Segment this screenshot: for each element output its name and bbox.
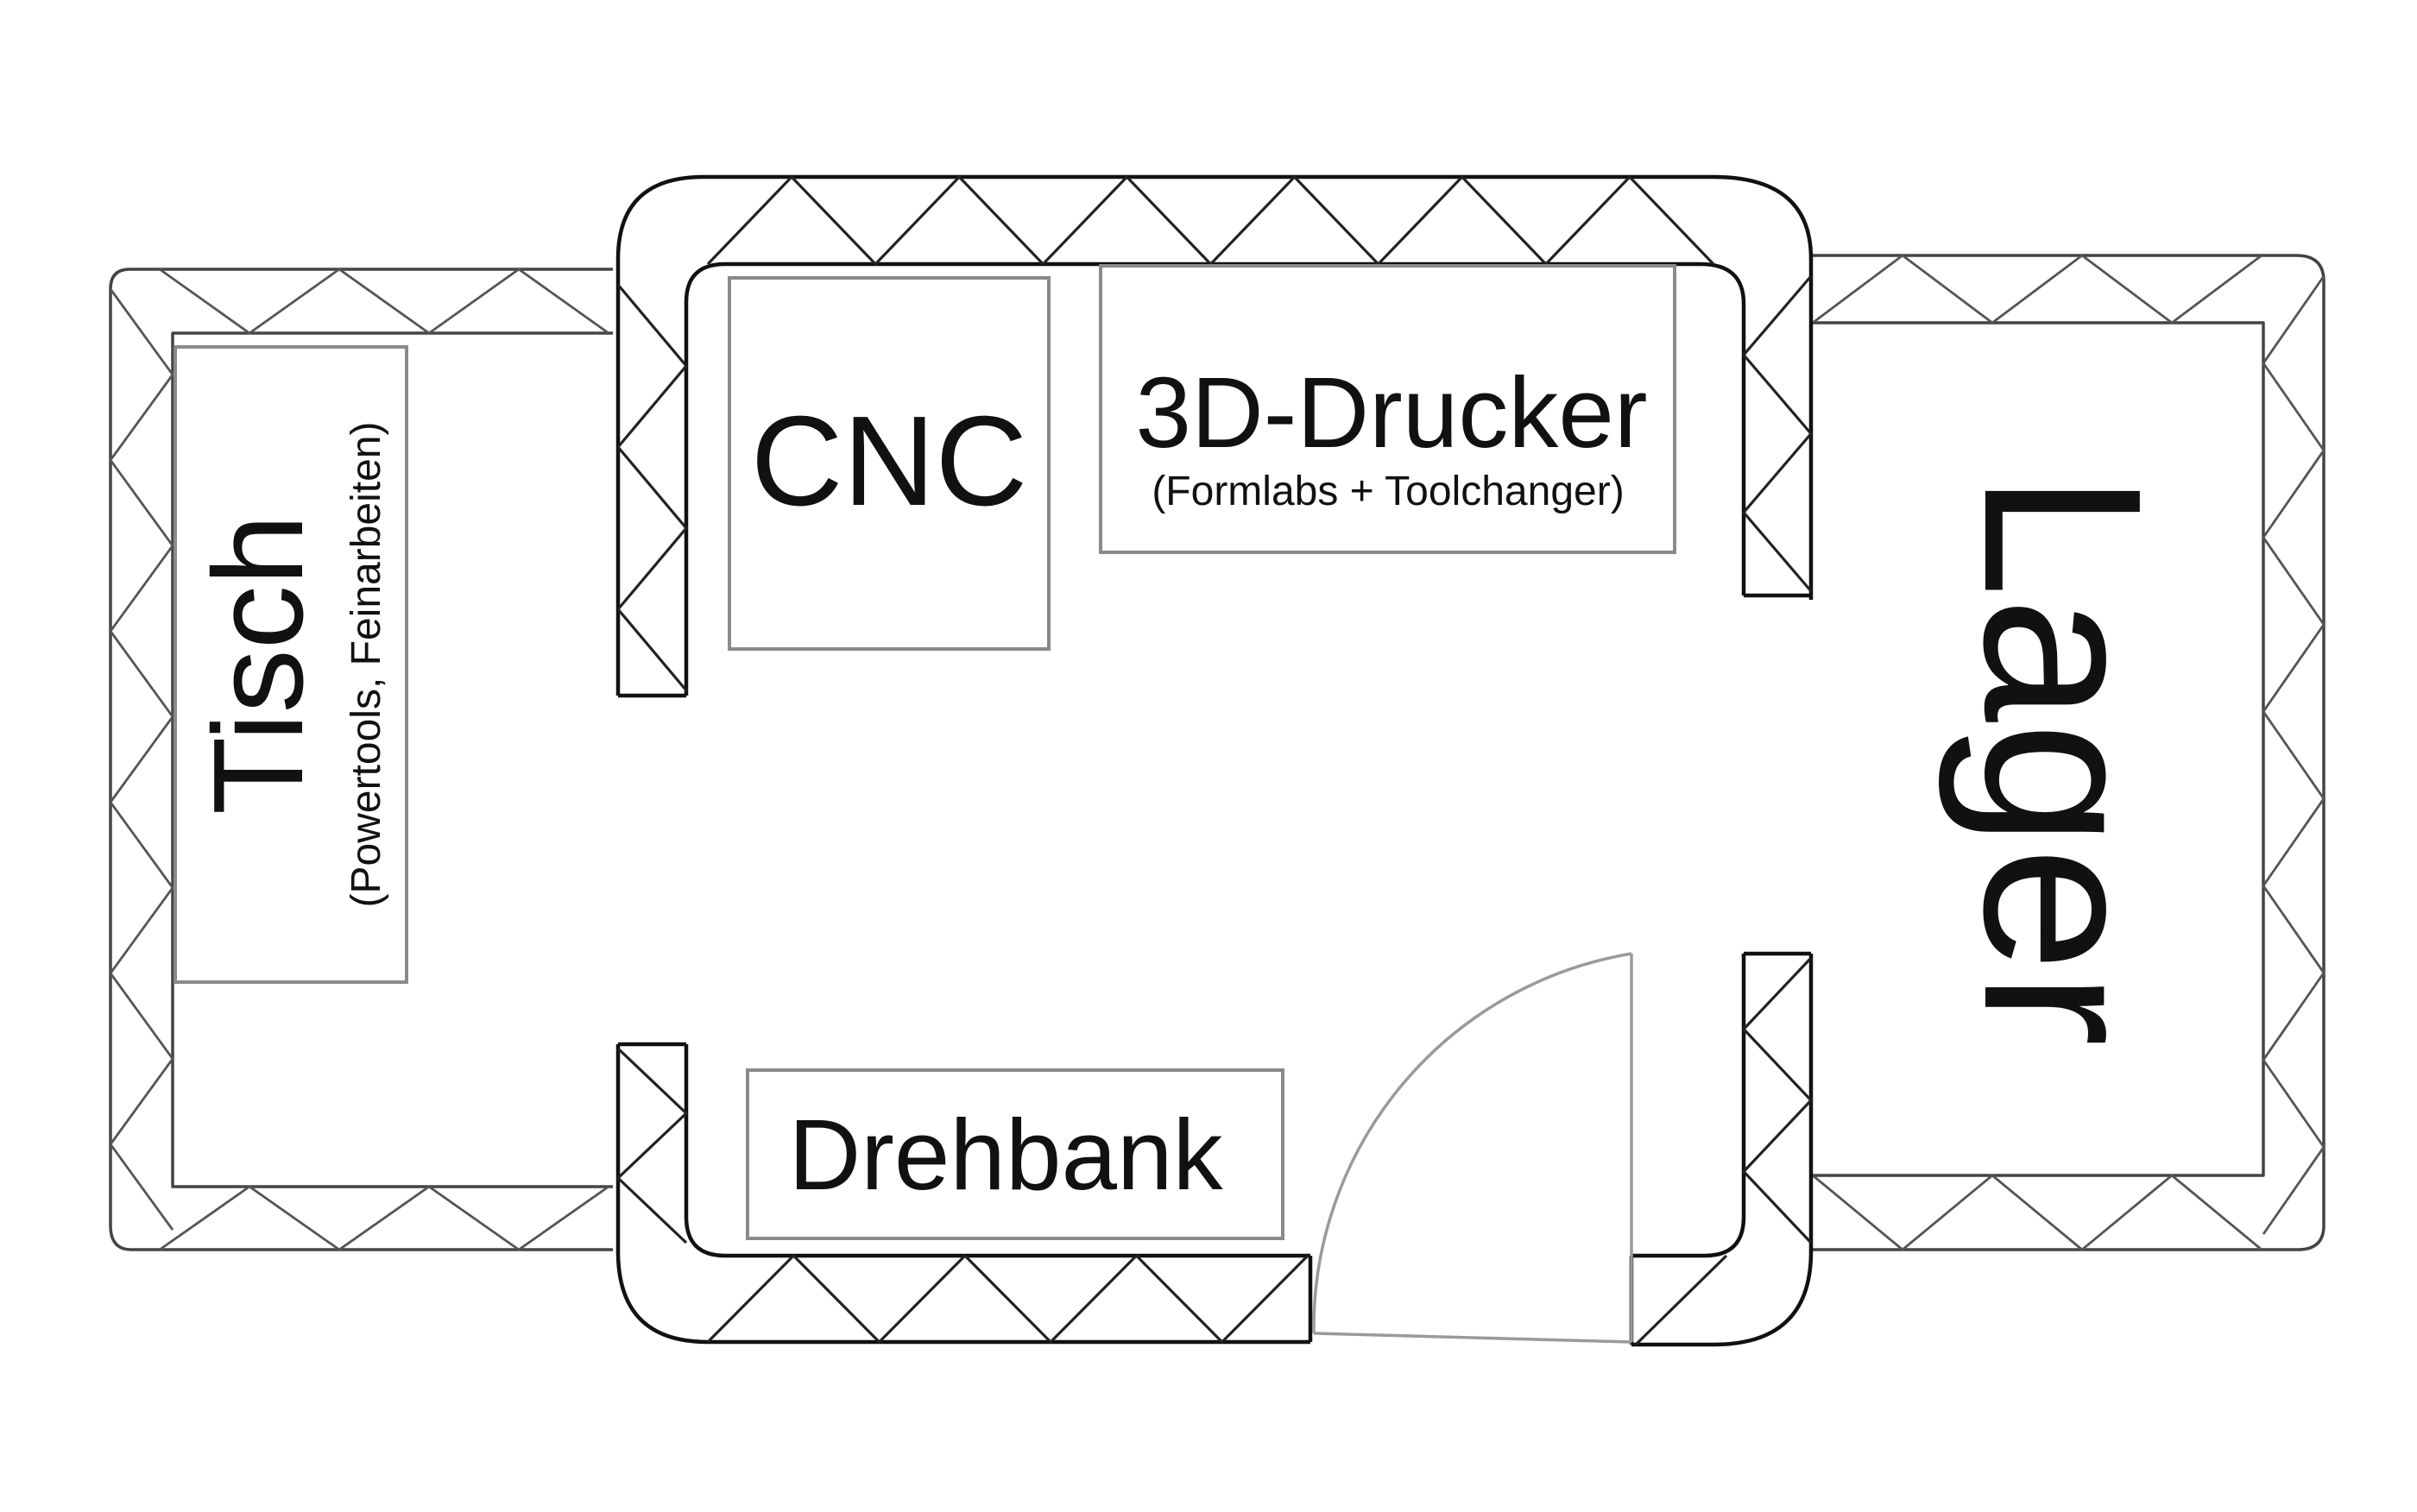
tisch-label: Tisch xyxy=(187,514,330,815)
tisch-box xyxy=(174,345,408,984)
drucker-sublabel: (Formlabs + Toolchanger) xyxy=(1152,469,1624,514)
drehbank-label: Drehbank xyxy=(789,1099,1224,1211)
truss-segment xyxy=(615,1047,689,1244)
right-wing-truss xyxy=(1812,254,2325,1251)
left-wing-truss xyxy=(109,268,609,1251)
tisch-sublabel: (Powertools, Feinarbeiten) xyxy=(344,422,389,908)
truss-segment xyxy=(615,283,689,692)
drucker-label: 3D-Drucker xyxy=(1136,356,1648,469)
truss-segment xyxy=(706,1253,1309,1345)
cnc-label: CNC xyxy=(751,390,1028,532)
lager-label: Lager xyxy=(1936,473,2187,1047)
truss-segment xyxy=(1634,1254,1728,1346)
drucker-box xyxy=(1099,264,1676,554)
truss-segment xyxy=(706,174,1715,267)
truss-segment xyxy=(159,268,609,335)
left-wing-walls xyxy=(109,268,613,1251)
truss-segment xyxy=(1812,1174,2262,1251)
cnc-box xyxy=(728,276,1051,651)
truss-segment xyxy=(109,288,174,1231)
door xyxy=(1312,952,1633,1344)
right-wing-walls xyxy=(1811,254,2325,1251)
truss-segment xyxy=(1812,254,2262,324)
truss-segment xyxy=(159,1185,609,1251)
truss-segment xyxy=(1741,274,1814,593)
truss-segment xyxy=(2262,275,2325,1235)
drehbank-box xyxy=(746,1068,1284,1240)
truss-segment xyxy=(1741,956,1814,1244)
